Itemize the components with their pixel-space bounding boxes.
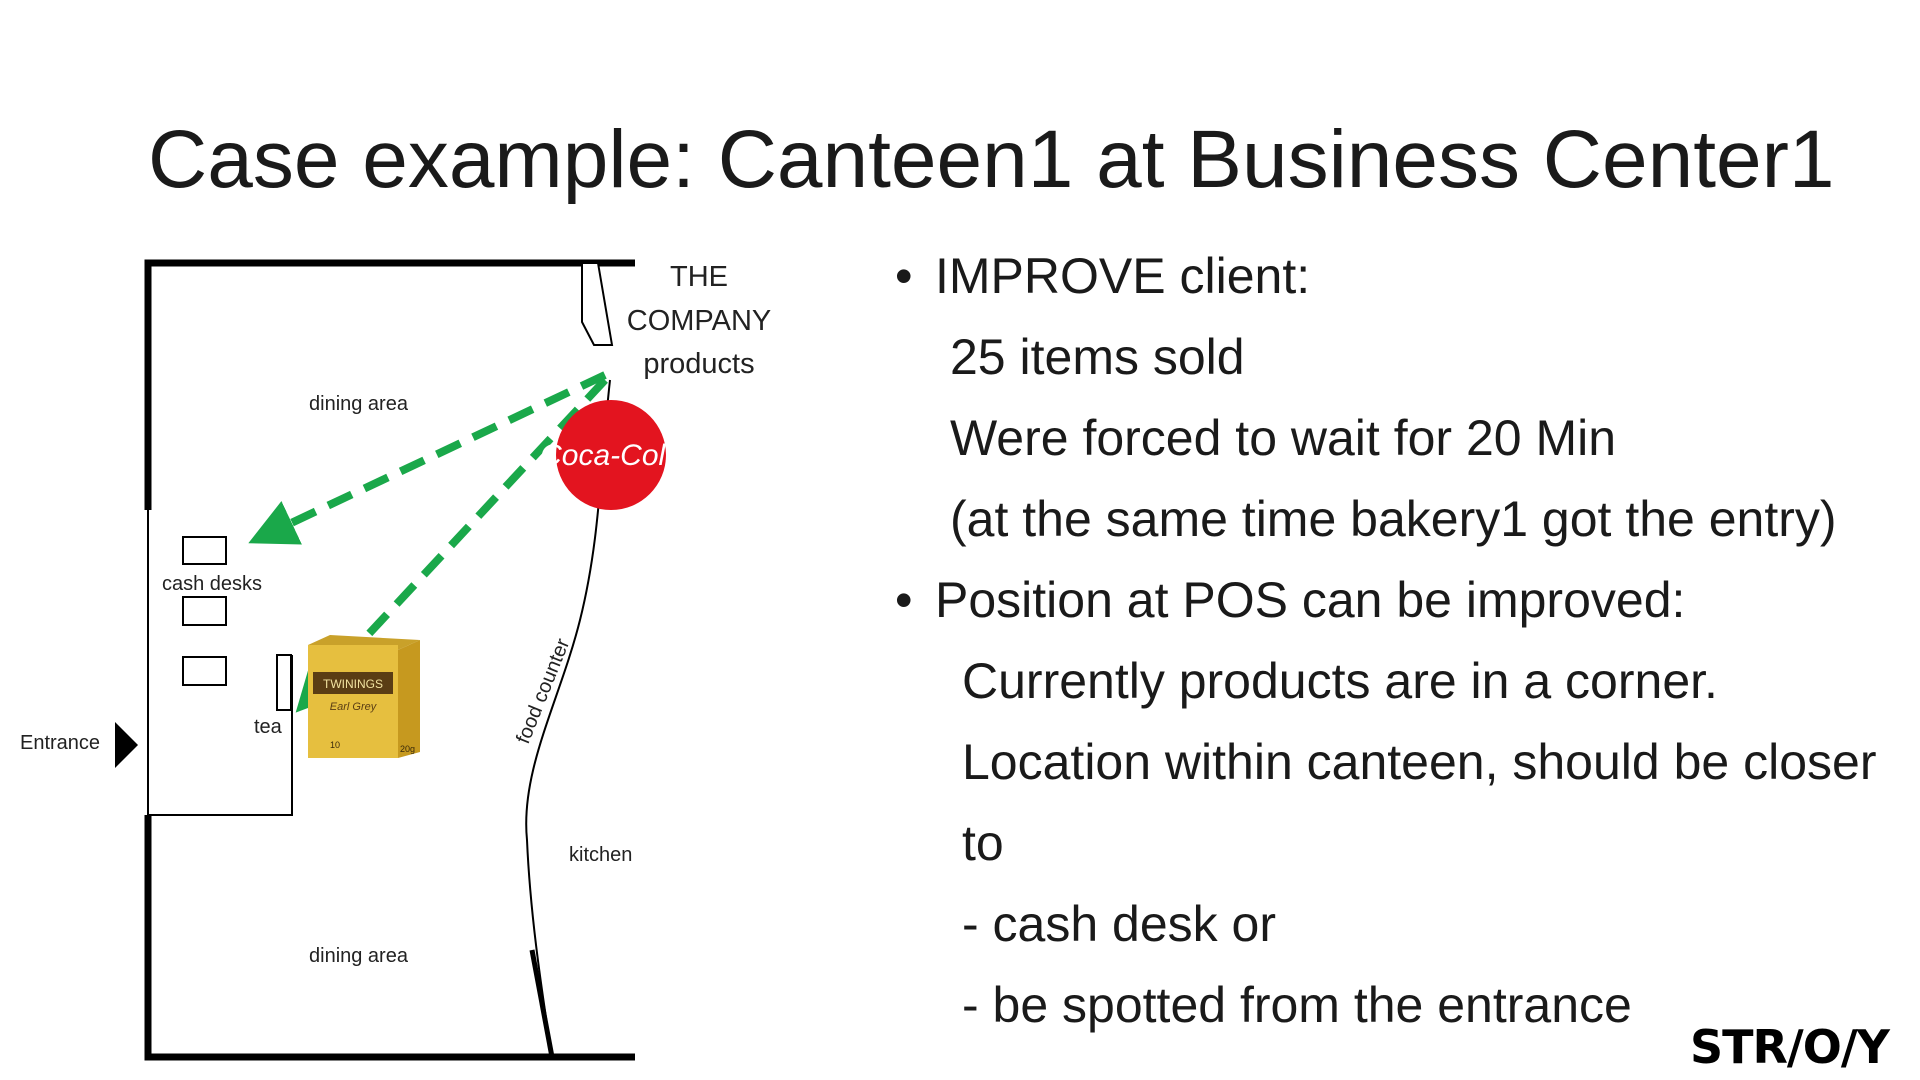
bullet-subline: - cash desk or	[962, 896, 1277, 952]
building-walls	[144, 259, 635, 1061]
svg-text:Coca-Cola: Coca-Cola	[540, 439, 682, 472]
bullet-subline: to	[962, 815, 1004, 871]
door	[581, 262, 614, 346]
cash-desks-label: cash desks	[162, 573, 262, 595]
arrow-to-cash-desk	[248, 371, 607, 545]
bullet-subline: - be spotted from the entrance	[962, 977, 1632, 1033]
entrance-label: Entrance	[20, 732, 100, 754]
bullet-item: •Position at POS can be improved:	[895, 572, 1686, 628]
entrance-zone	[147, 510, 293, 816]
wall-bottom-left	[144, 815, 635, 1061]
bullet-item: •IMPROVE client:	[895, 248, 1311, 304]
wall-top-left	[144, 259, 635, 510]
svg-text:20g: 20g	[400, 744, 415, 754]
company-label-line-3: products	[643, 348, 754, 380]
bullet-subline: Were forced to wait for 20 Min	[950, 410, 1617, 466]
cash-desk-1	[182, 536, 227, 565]
arrow-to-tea-shelf	[295, 377, 608, 713]
slide-title: Case example: Canteen1 at Business Cente…	[148, 114, 1835, 205]
cash-desk-2	[182, 596, 227, 626]
bullet-subline: (at the same time bakery1 got the entry)	[950, 491, 1837, 547]
coca-cola-logo: Coca-Cola	[540, 400, 682, 510]
dining-area-bottom-label: dining area	[309, 945, 409, 967]
twinings-tea-box-image: TWININGS Earl Grey 10 20g	[308, 635, 420, 758]
cash-desk-3	[182, 656, 227, 686]
bullet-subline: Currently products are in a corner.	[962, 653, 1718, 709]
bullet-subline: 25 items sold	[950, 329, 1245, 385]
entrance-arrow-icon	[115, 722, 138, 768]
stroy-logo: STR/O/Y	[1690, 1020, 1890, 1074]
dining-area-top-label: dining area	[309, 393, 409, 415]
tea-shelf	[276, 654, 292, 711]
company-label-line-1: THE	[670, 261, 728, 293]
food-counter-label: food counter	[512, 635, 574, 747]
company-label-line-2: COMPANY	[627, 305, 771, 337]
svg-text:TWININGS: TWININGS	[323, 677, 383, 691]
kitchen-label: kitchen	[569, 844, 632, 866]
bullet-subline: Location within canteen, should be close…	[962, 734, 1877, 790]
tea-label: tea	[254, 716, 283, 738]
svg-text:Earl Grey: Earl Grey	[330, 701, 378, 713]
svg-text:10: 10	[330, 740, 340, 750]
